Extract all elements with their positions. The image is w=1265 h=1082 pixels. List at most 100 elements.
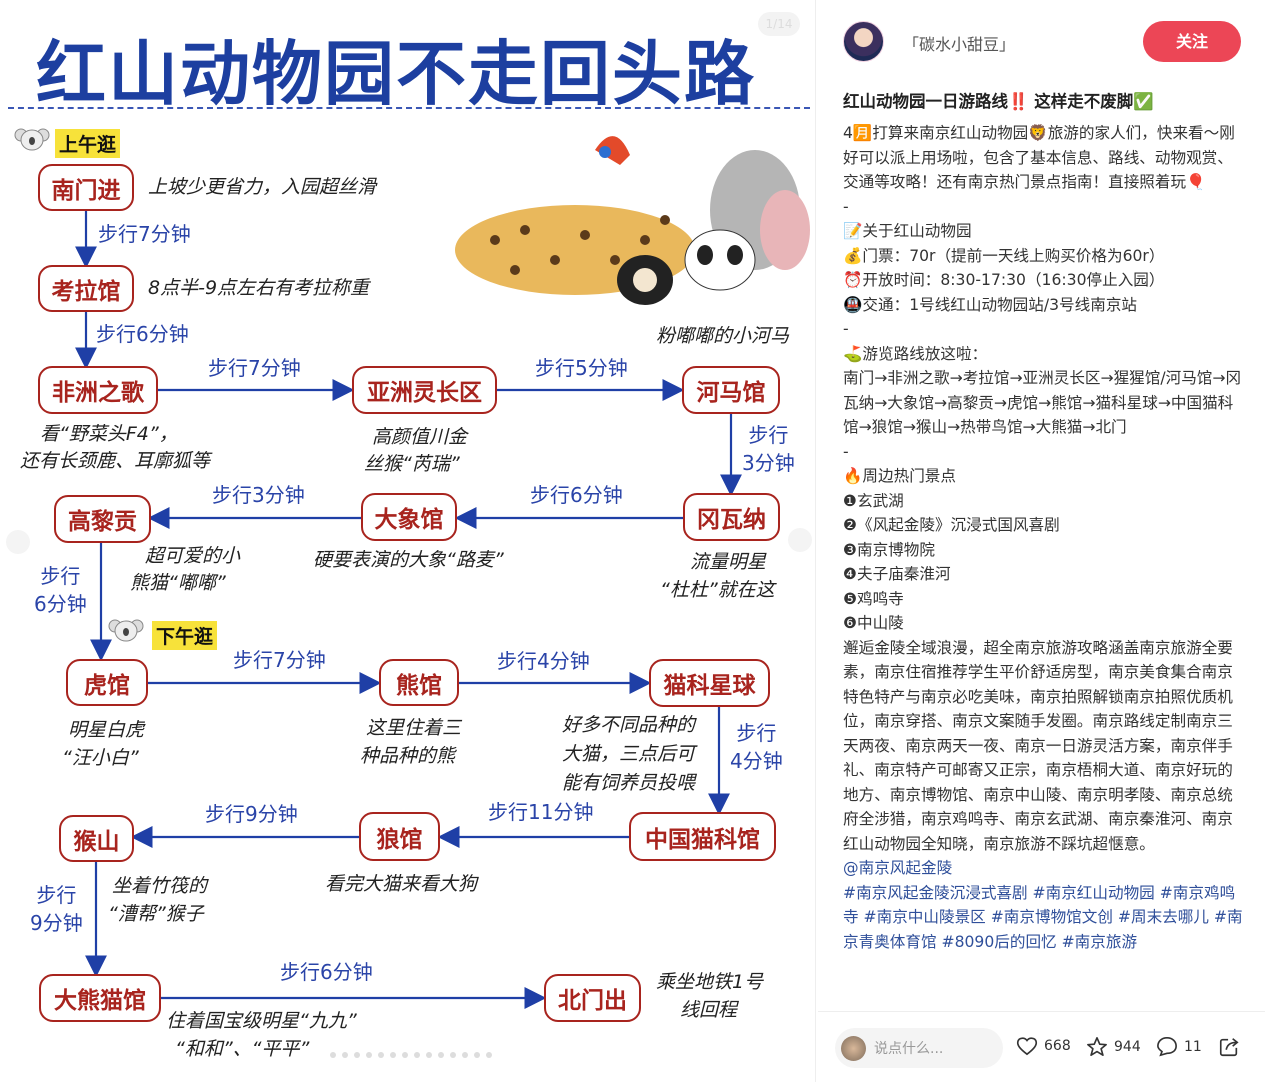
node-africa: 非洲之歌: [38, 366, 158, 414]
post-line: ⏰开放时间：8:30-17:30（16:30停止入园）: [843, 271, 1165, 289]
walk-label: 步行9分钟: [205, 802, 298, 826]
like-count: 668: [1044, 1038, 1071, 1054]
post-line: ❷《风起金陵》沉浸式国风喜剧: [843, 516, 1060, 534]
afternoon-tag: 下午逛: [152, 621, 218, 650]
walk-label: 步行4分钟: [497, 649, 590, 673]
note-text: 明星白虎: [68, 719, 145, 741]
comment-button[interactable]: 11: [1156, 1036, 1202, 1057]
animals-illustration: [455, 136, 810, 305]
walk-label: 步行 4分钟: [730, 721, 783, 773]
walk-label: 步行7分钟: [233, 648, 326, 672]
star-icon: [1087, 1037, 1107, 1056]
comment-icon: [1157, 1037, 1177, 1057]
note-text: 硬要表演的大象“路麦”: [313, 549, 504, 571]
note-text: “漕帮”猴子: [108, 903, 204, 925]
note-text: 丝猴“芮瑞”: [364, 453, 460, 475]
walk-label: 步行 9分钟: [30, 883, 83, 935]
node-hippo: 河马馆: [682, 366, 780, 414]
walk-label: 步行5分钟: [535, 356, 628, 380]
note-image-panel: 红山动物园不走回头路 1/14 上午逛 下午逛: [6, 0, 816, 1082]
post-line: 💰门票：70r（提前一天线上购买价格为60r）: [843, 246, 1165, 265]
post-line: ❸南京博物院: [843, 540, 935, 559]
note-text: 这里住着三: [366, 717, 462, 739]
post-line: 🚇交通：1号线红山动物园站/3号线南京站: [843, 295, 1138, 314]
walk-label: 步行11分钟: [488, 800, 594, 824]
walk-label: 步行6分钟: [530, 483, 623, 507]
node-gondwana: 冈瓦纳: [683, 493, 780, 541]
follow-button[interactable]: 关注: [1143, 21, 1241, 62]
note-text: “杜杜”就在这: [660, 579, 775, 601]
collect-button[interactable]: 944: [1086, 1036, 1141, 1057]
node-bear: 熊馆: [379, 659, 459, 706]
post-line: -: [843, 197, 849, 216]
koala-icon: [14, 128, 50, 151]
image-title: 红山动物园不走回头路: [36, 33, 756, 115]
author-name[interactable]: 「碳水小甜豆」: [903, 35, 1016, 54]
note-text: 乘坐地铁1号: [656, 971, 764, 993]
footer-divider: [818, 1011, 1265, 1012]
mention-link[interactable]: @南京风起金陵: [843, 859, 953, 877]
post-line: -: [843, 442, 849, 461]
note-text: 好多不同品种的: [562, 714, 696, 736]
walk-label: 步行3分钟: [212, 483, 305, 507]
share-button[interactable]: [1218, 1036, 1240, 1058]
node-north-gate: 北门出: [544, 974, 641, 1022]
post-line: ❶玄武湖: [843, 491, 904, 510]
post-line: 📝关于红山动物园: [843, 222, 972, 240]
walk-label: 步行6分钟: [96, 322, 189, 346]
hashtag-links[interactable]: #南京风起金陵沉浸式喜剧 #南京红山动物园 #南京鸡鸣寺 #南京中山陵景区 #南…: [843, 883, 1243, 951]
share-icon: [1219, 1038, 1239, 1057]
author-avatar[interactable]: [843, 21, 884, 62]
next-image-button[interactable]: [788, 528, 812, 552]
image-page-dots: [330, 1052, 492, 1058]
note-text: 坐着竹筏的: [112, 875, 208, 897]
post-line: 南门→非洲之歌→考拉馆→亚洲灵长区→猩猩馆/河马馆→冈瓦纳→大象馆→高黎贡→虎馆…: [843, 369, 1242, 436]
node-tiger: 虎馆: [66, 659, 148, 706]
user-avatar: [841, 1035, 866, 1061]
note-text: 线回程: [680, 999, 738, 1021]
collect-count: 944: [1114, 1038, 1141, 1055]
comment-count: 11: [1184, 1038, 1202, 1055]
like-button[interactable]: 668: [1016, 1036, 1071, 1056]
note-text: 种品种的熊: [360, 745, 456, 767]
note-text: 高颜值川金: [372, 426, 468, 448]
prev-image-button[interactable]: [6, 530, 30, 554]
note-text: 粉嘟嘟的小河马: [656, 325, 790, 347]
walk-label: 步行7分钟: [98, 222, 191, 246]
note-text: 看完大猫来看大狗: [325, 873, 478, 895]
note-text: 上坡少更省力，入园超丝滑: [148, 176, 377, 198]
node-elephant: 大象馆: [361, 493, 457, 541]
walk-label: 步行6分钟: [280, 960, 373, 984]
post-line: ❻中山陵: [843, 614, 904, 632]
comment-input[interactable]: 说点什么...: [835, 1028, 1003, 1068]
node-panda: 大熊猫馆: [39, 974, 161, 1022]
morning-tag: 上午逛: [55, 129, 121, 158]
node-asia-primates: 亚洲灵长区: [352, 366, 497, 414]
post-line: 🔥周边热门景点: [843, 467, 956, 485]
note-text: 超可爱的小: [145, 545, 241, 567]
koala-icon: [108, 619, 144, 642]
post-line: ❹夫子庙秦淮河: [843, 565, 951, 583]
node-koala-house: 考拉馆: [38, 265, 134, 312]
post-title: 红山动物园一日游路线‼️ 这样走不废脚✅: [843, 92, 1154, 111]
note-text: “和和”、“平平”: [175, 1038, 310, 1060]
note-text: 住着国宝级明星“九九”: [166, 1010, 357, 1032]
post-line: -: [843, 320, 849, 338]
note-text: 大猫，三点后可: [562, 743, 696, 765]
note-text: 看“野菜头F4”，: [40, 423, 178, 445]
post-line: 4🈷️打算来南京红山动物园🦁旅游的家人们，快来看～刚好可以派上用场啦，包含了基本…: [843, 124, 1235, 191]
note-text: 8点半-9点左右有考拉称重: [148, 277, 370, 299]
post-panel: 「碳水小甜豆」 关注 红山动物园一日游路线‼️ 这样走不废脚✅ 4🈷️打算来南京…: [818, 0, 1265, 1082]
walk-label: 步行7分钟: [208, 356, 301, 380]
post-body: 4🈷️打算来南京红山动物园🦁旅游的家人们，快来看～刚好可以派上用场啦，包含了基本…: [843, 121, 1245, 954]
walk-label: 步行 3分钟: [742, 423, 795, 475]
node-wolf: 狼馆: [359, 812, 440, 861]
note-text: 熊猫“嘟嘟”: [130, 572, 226, 594]
heart-icon: [1016, 1037, 1038, 1056]
route-arrows: [75, 210, 742, 1009]
post-line: 邂逅金陵全域浪漫，超全南京旅游攻略涵盖南京旅游全要素，南京住宿推荐学生平价舒适房…: [843, 638, 1233, 853]
note-text: 流量明星: [690, 551, 767, 573]
walk-label: 步行 6分钟: [34, 564, 87, 616]
post-line: ❺鸡鸣寺: [843, 589, 904, 608]
node-cat-planet: 猫科星球: [649, 659, 770, 707]
